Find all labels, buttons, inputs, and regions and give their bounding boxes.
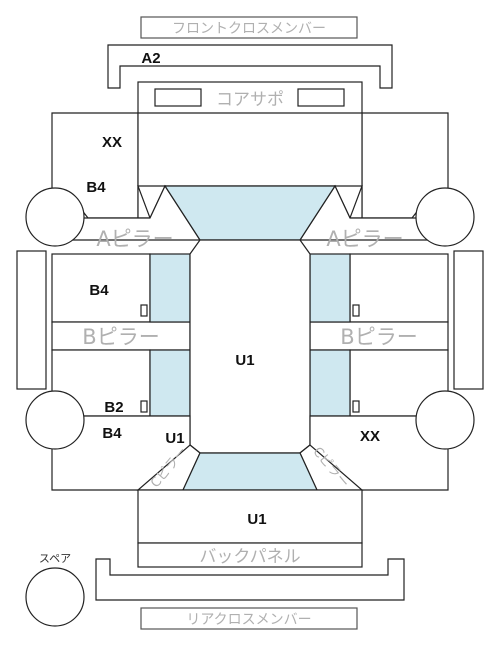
- right-front-door[interactable]: [349, 253, 449, 323]
- right-front-window[interactable]: [309, 253, 351, 323]
- spare-tire[interactable]: [25, 567, 85, 627]
- left-rear-window[interactable]: [149, 349, 191, 417]
- a-pillar-right-label: Aピラー: [326, 227, 403, 251]
- right-rear-window[interactable]: [309, 349, 351, 417]
- left-front-door-handle[interactable]: [140, 304, 148, 317]
- front-right-wheel[interactable]: [415, 187, 475, 247]
- front-cross-member-box[interactable]: [140, 16, 358, 39]
- front-cross-member-label: フロントクロスメンバー: [172, 21, 326, 37]
- left-rear-door-handle[interactable]: [140, 400, 148, 413]
- a-pillar-left-label: Aピラー: [96, 227, 173, 251]
- right-side-step[interactable]: [453, 250, 484, 390]
- b-pillar-right[interactable]: [309, 321, 449, 351]
- front-left-door-code: B4: [86, 179, 106, 196]
- left-side-step[interactable]: [16, 250, 47, 390]
- rear-bumper[interactable]: [95, 558, 405, 601]
- front-cross-member[interactable]: [107, 44, 393, 89]
- right-rear-door-handle[interactable]: [352, 400, 360, 413]
- spare-label: スペア: [39, 552, 71, 565]
- rear-window[interactable]: [182, 452, 318, 491]
- rear-cross-member-box[interactable]: [140, 607, 358, 630]
- back-panel-label: バックパネル: [199, 547, 300, 567]
- front-left-fender-code: XX: [102, 134, 122, 151]
- trunk-code: U1: [247, 511, 266, 528]
- trunk-lid[interactable]: [137, 489, 363, 544]
- rear-left-wheel[interactable]: [25, 390, 85, 450]
- rear-left-quarter-code: B4: [102, 425, 122, 442]
- front-left-wheel[interactable]: [25, 187, 85, 247]
- roof[interactable]: [189, 239, 311, 454]
- rear-right-quarter-code: XX: [360, 428, 380, 445]
- left-front-door-code: B4: [89, 282, 109, 299]
- left-front-window[interactable]: [149, 253, 191, 323]
- b-pillar-left-label: Bピラー: [82, 325, 159, 349]
- headlight-left[interactable]: [154, 88, 202, 107]
- rear-right-wheel[interactable]: [415, 390, 475, 450]
- back-panel[interactable]: [137, 542, 363, 568]
- b-pillar-right-label: Bピラー: [340, 325, 417, 349]
- left-rear-door-code: B2: [104, 399, 123, 416]
- core-support-label: コアサポ: [216, 90, 284, 110]
- rear-left-pillar-code: U1: [165, 430, 184, 447]
- right-front-door-handle[interactable]: [352, 304, 360, 317]
- headlight-right[interactable]: [297, 88, 345, 107]
- rear-cross-member-label: リアクロスメンバー: [186, 612, 311, 628]
- roof-code: U1: [235, 352, 254, 369]
- front-member-code: A2: [141, 50, 160, 67]
